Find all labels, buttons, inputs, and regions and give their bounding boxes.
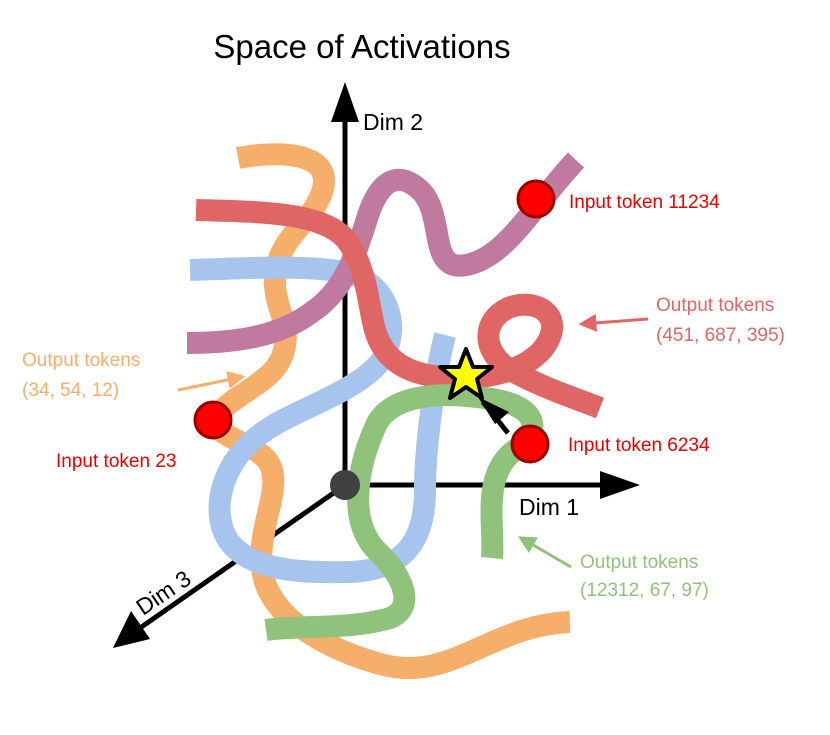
red-output-title: Output tokens (656, 295, 774, 316)
green-output-annotation: Output tokens (12312, 67, 97) (517, 536, 709, 601)
orange-output-title: Output tokens (22, 350, 140, 371)
input-token-11234-label: Input token 11234 (569, 192, 720, 213)
orange-output-values: (34, 54, 12) (22, 380, 119, 401)
dim2-label: Dim 2 (363, 109, 423, 135)
input-token-23-dot (193, 400, 233, 440)
green-output-values: (12312, 67, 97) (580, 580, 709, 601)
red-output-annotation: Output tokens (451, 687, 395) (578, 295, 785, 346)
star-marker (438, 347, 494, 400)
dim3-arrowhead (113, 611, 150, 648)
dim2-arrowhead (331, 82, 359, 122)
input-token-23-label: Input token 23 (56, 451, 176, 472)
origin-point (330, 470, 360, 500)
orange-output-annotation: Output tokens (34, 54, 12) (22, 350, 246, 401)
green-output-title: Output tokens (580, 552, 698, 573)
orange-output-arrow (177, 371, 246, 392)
input-token-11234-dot (516, 179, 556, 219)
next-token-arrowhead (478, 397, 509, 424)
green-output-arrow (517, 536, 572, 569)
diagram-title: Space of Activations (213, 28, 510, 65)
trajectories (186, 143, 605, 680)
dim1-label: Dim 1 (519, 494, 579, 520)
red-output-values: (451, 687, 395) (656, 325, 785, 346)
red-output-arrow (578, 313, 649, 332)
input-token-6234-dot (510, 424, 550, 464)
red-trajectory (195, 199, 605, 419)
dim1-arrowhead (600, 471, 640, 499)
purple-trajectory (186, 152, 585, 354)
input-token-6234-label: Input token 6234 (568, 435, 710, 456)
